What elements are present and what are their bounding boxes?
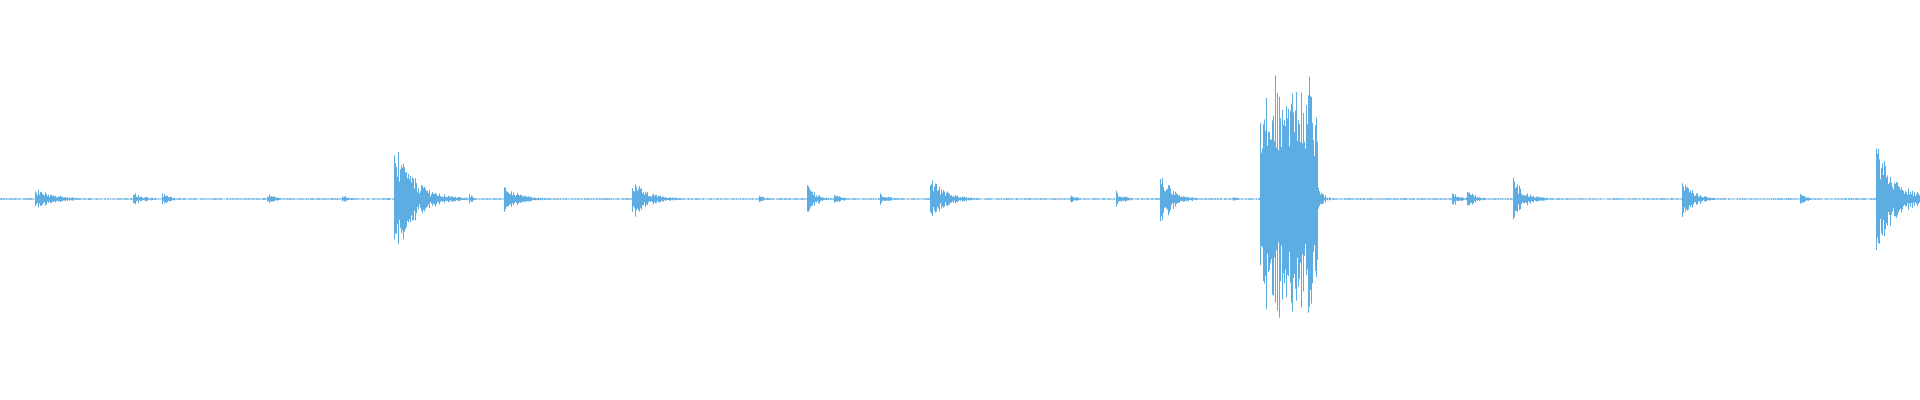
waveform-samples bbox=[0, 75, 1920, 318]
